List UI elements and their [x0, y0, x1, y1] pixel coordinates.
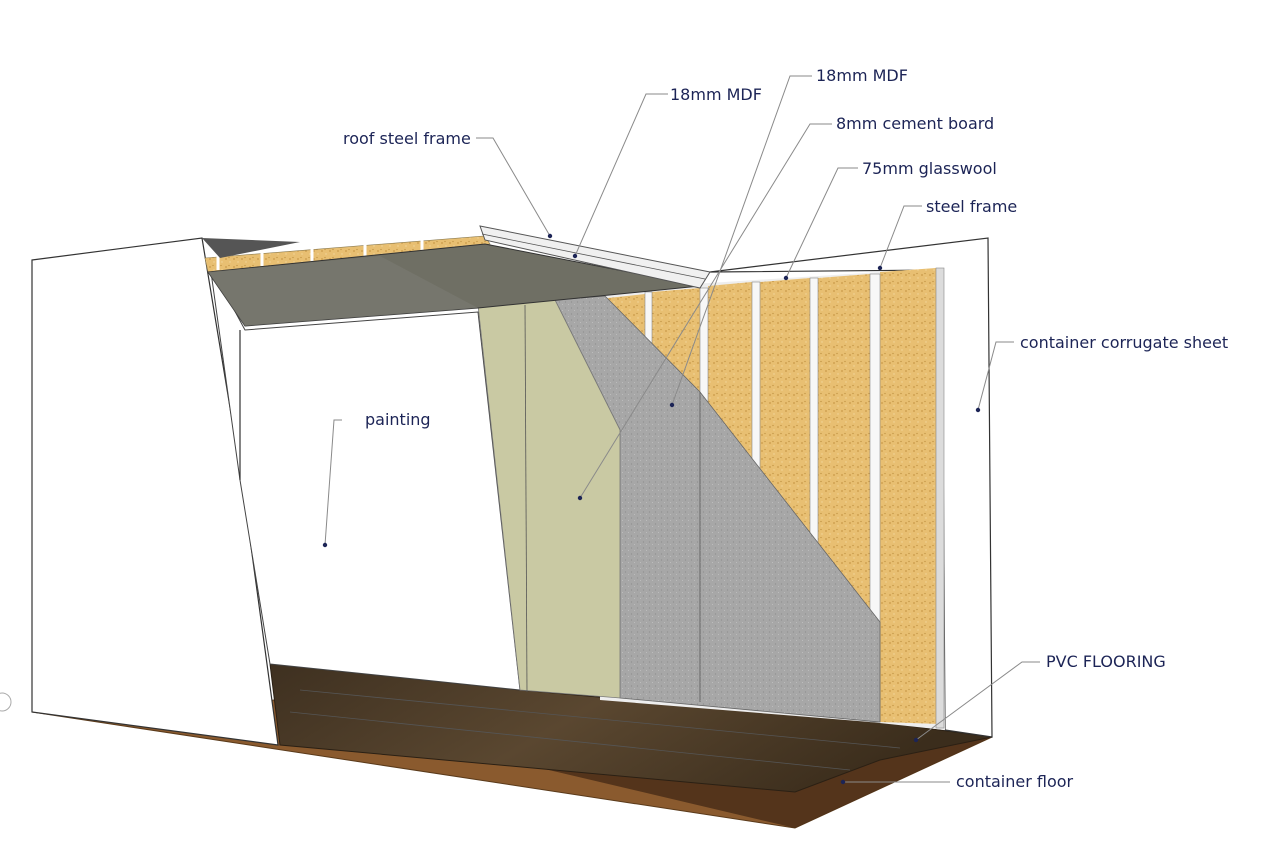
leader-lines — [324, 75, 1040, 783]
label-roof-steel-frame: roof steel frame — [343, 129, 471, 148]
floor-grain-2 — [289, 711, 851, 771]
painting-wall — [31, 237, 279, 746]
label-painting: painting — [365, 410, 431, 429]
label-pvc-flooring: PVC FLOORING — [1046, 652, 1166, 671]
label-glasswool: 75mm glasswool — [862, 159, 997, 178]
mdf-joint — [524, 304, 528, 693]
roof-frame-edge — [481, 233, 706, 280]
left-edge-handle[interactable] — [0, 692, 12, 712]
arrowheads — [322, 233, 981, 785]
label-corrugate-sheet: container corrugate sheet — [1020, 333, 1228, 352]
pvc-flooring — [269, 663, 993, 793]
label-container-floor: container floor — [956, 772, 1074, 791]
roof-glasswool — [204, 235, 491, 273]
label-mdf-wall: 18mm MDF — [816, 66, 908, 85]
floor-grain-1 — [299, 689, 901, 749]
roof-top — [202, 238, 300, 258]
label-steel-frame: steel frame — [926, 197, 1017, 216]
label-mdf-roof: 18mm MDF — [670, 85, 762, 104]
label-cement-board: 8mm cement board — [836, 114, 994, 133]
mdf-roof-shade — [208, 256, 478, 326]
